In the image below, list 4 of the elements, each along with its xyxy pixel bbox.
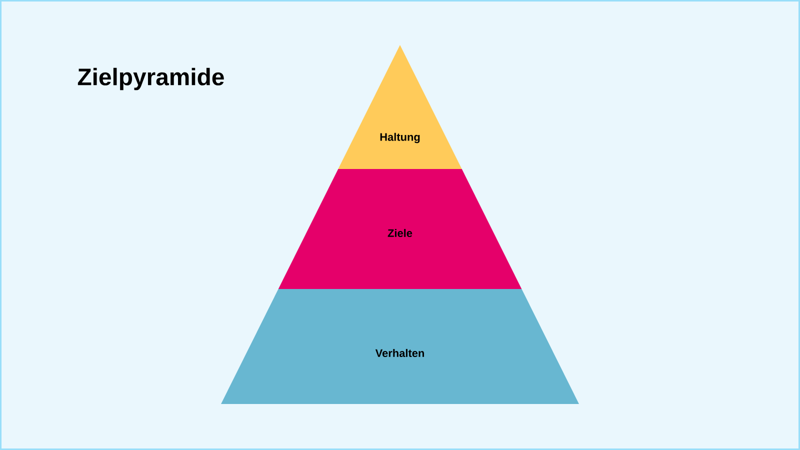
pyramid-level: Haltung: [338, 45, 462, 169]
pyramid-level: Ziele: [278, 169, 522, 289]
title: Zielpyramide: [78, 68, 224, 90]
pyramid-level: Verhalten: [221, 289, 579, 404]
